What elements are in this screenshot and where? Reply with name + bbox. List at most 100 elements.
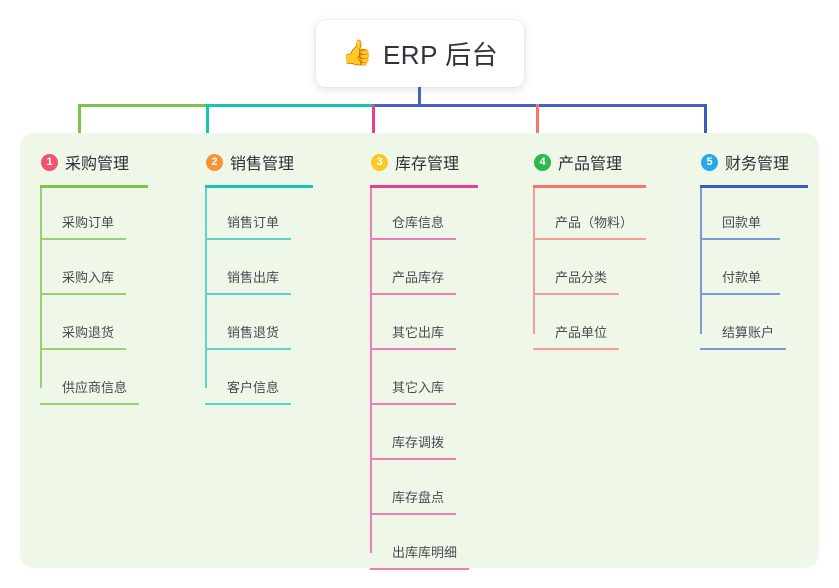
leaf-underline <box>370 348 456 350</box>
leaf-underline <box>700 293 780 295</box>
leaf-item[interactable]: 销售退货 <box>205 325 291 350</box>
leaf-underline <box>370 403 456 405</box>
leaf-label: 采购订单 <box>62 215 115 230</box>
branch-underline-5 <box>700 185 808 188</box>
leaf-item[interactable]: 采购退货 <box>40 325 126 350</box>
branch-underline-3 <box>370 185 478 188</box>
connector-segment-2-3 <box>206 104 374 107</box>
connector-drop-col-4 <box>536 104 539 134</box>
leaf-label: 产品（物料） <box>555 215 634 230</box>
connector-drop-col-5 <box>704 104 707 134</box>
branch-header-3[interactable]: 3 库存管理 <box>370 147 459 177</box>
branch-header-2[interactable]: 2 销售管理 <box>205 147 294 177</box>
branch-column-5: 5 财务管理回款单付款单结算账户 <box>700 147 808 350</box>
leaf-underline <box>205 348 291 350</box>
branch-stem-1 <box>40 188 42 388</box>
leaf-item[interactable]: 产品（物料） <box>533 215 646 240</box>
leaf-underline <box>533 348 619 350</box>
branch-title-4: 产品管理 <box>558 156 623 173</box>
leaf-underline <box>370 238 456 240</box>
leaf-underline <box>370 568 469 570</box>
leaf-item[interactable]: 采购订单 <box>40 215 126 240</box>
branch-underline-4 <box>533 185 646 188</box>
leaf-item[interactable]: 库存调拨 <box>370 435 456 460</box>
leaf-underline <box>533 293 619 295</box>
branch-badge-2: 2 <box>206 153 223 171</box>
leaf-item[interactable]: 库存盘点 <box>370 490 456 515</box>
leaf-underline <box>700 238 780 240</box>
leaf-label: 库存盘点 <box>392 490 445 505</box>
leaf-label: 库存调拨 <box>392 435 445 450</box>
branch-column-3: 3 库存管理仓库信息产品库存其它出库其它入库库存调拨库存盘点出库库明细 <box>370 147 478 570</box>
leaf-item[interactable]: 产品库存 <box>370 270 456 295</box>
leaf-underline <box>205 403 291 405</box>
branch-header-5[interactable]: 5 财务管理 <box>700 147 789 177</box>
branch-badge-5: 5 <box>701 153 718 171</box>
leaf-label: 结算账户 <box>722 325 775 340</box>
connector-drop-col-2 <box>206 104 209 134</box>
branch-column-1: 1 采购管理采购订单采购入库采购退货供应商信息 <box>40 147 148 405</box>
leaf-underline <box>40 293 126 295</box>
trunk-connector <box>418 87 421 107</box>
leaf-item[interactable]: 结算账户 <box>700 325 786 350</box>
leaf-item[interactable]: 采购入库 <box>40 270 126 295</box>
leaf-item[interactable]: 出库库明细 <box>370 545 469 570</box>
connector-segment-1-2 <box>78 104 208 107</box>
leaf-underline <box>700 348 786 350</box>
leaf-underline <box>533 238 646 240</box>
branch-column-4: 4 产品管理产品（物料） 产品分类产品单位 <box>533 147 646 350</box>
thumbs-up-icon: 👍 <box>341 39 373 67</box>
branch-header-1[interactable]: 1 采购管理 <box>40 147 129 177</box>
branch-stem-5 <box>700 188 702 334</box>
leaf-item[interactable]: 销售订单 <box>205 215 291 240</box>
leaf-label: 产品库存 <box>392 270 445 285</box>
branch-title-5: 财务管理 <box>725 156 790 173</box>
leaf-item[interactable]: 销售出库 <box>205 270 291 295</box>
leaf-item[interactable]: 付款单 <box>700 270 780 295</box>
connector-drop-col-1 <box>78 104 81 134</box>
branch-badge-4: 4 <box>534 153 551 171</box>
branch-badge-3: 3 <box>371 153 388 171</box>
leaf-item[interactable]: 产品单位 <box>533 325 619 350</box>
leaf-underline <box>370 513 456 515</box>
leaf-underline <box>370 293 456 295</box>
leaf-label: 销售出库 <box>227 270 280 285</box>
leaf-item[interactable]: 回款单 <box>700 215 780 240</box>
leaf-label: 销售退货 <box>227 325 280 340</box>
leaf-underline <box>205 238 291 240</box>
leaf-label: 其它出库 <box>392 325 445 340</box>
branch-stem-4 <box>533 188 535 334</box>
leaf-label: 其它入库 <box>392 380 445 395</box>
leaf-label: 采购入库 <box>62 270 115 285</box>
leaf-underline <box>40 348 126 350</box>
leaf-item[interactable]: 其它入库 <box>370 380 456 405</box>
root-node-card[interactable]: 👍 ERP 后台 <box>316 20 524 87</box>
branch-badge-1: 1 <box>41 153 58 171</box>
leaf-label: 采购退货 <box>62 325 115 340</box>
leaf-item[interactable]: 供应商信息 <box>40 380 139 405</box>
leaf-label: 销售订单 <box>227 215 280 230</box>
branch-title-3: 库存管理 <box>395 156 460 173</box>
leaf-label: 出库库明细 <box>392 545 458 560</box>
branch-header-4[interactable]: 4 产品管理 <box>533 147 622 177</box>
connector-segment-3-5 <box>372 104 706 107</box>
leaf-label: 客户信息 <box>227 380 280 395</box>
root-node-title: ERP 后台 <box>382 40 499 70</box>
branch-title-1: 采购管理 <box>65 156 130 173</box>
leaf-underline <box>40 238 126 240</box>
leaf-item[interactable]: 仓库信息 <box>370 215 456 240</box>
branch-stem-3 <box>370 188 372 553</box>
branch-column-2: 2 销售管理销售订单销售出库销售退货客户信息 <box>205 147 313 405</box>
leaf-label: 供应商信息 <box>62 380 128 395</box>
leaf-item[interactable]: 其它出库 <box>370 325 456 350</box>
leaf-label: 产品单位 <box>555 325 608 340</box>
branch-title-2: 销售管理 <box>230 156 295 173</box>
leaf-underline <box>205 293 291 295</box>
leaf-label: 产品分类 <box>555 270 608 285</box>
branches-panel: 1 采购管理采购订单采购入库采购退货供应商信息 2 销售管理销售订单销售出库销售退货客… <box>20 133 819 570</box>
leaf-item[interactable]: 产品分类 <box>533 270 619 295</box>
connector-drop-col-3 <box>372 104 375 134</box>
branch-underline-1 <box>40 185 148 188</box>
leaf-item[interactable]: 客户信息 <box>205 380 291 405</box>
